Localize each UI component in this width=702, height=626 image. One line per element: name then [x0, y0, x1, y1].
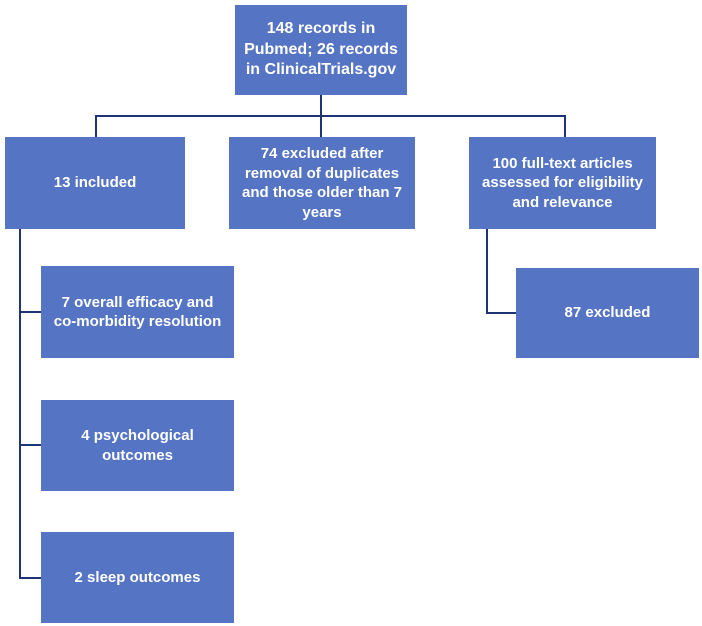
excluded-87-box-text: 87 excluded — [564, 304, 651, 322]
efficacy-box-text: 7 overall efficacy and co-morbidity reso… — [53, 293, 222, 331]
excluded-87-box: 87 excluded — [516, 268, 699, 358]
full-text-box: 100 full-text articles assessed for elig… — [469, 137, 656, 229]
connector-drop-left — [95, 115, 97, 137]
connector-top-vertical — [320, 95, 322, 116]
connector-drop-right — [564, 115, 566, 137]
included-box-text: 13 included — [53, 174, 137, 192]
psychological-box: 4 psychological outcomes — [41, 400, 234, 491]
connector-right-spine — [486, 229, 488, 314]
records-box: 148 records in Pubmed; 26 records in Cli… — [235, 5, 407, 95]
included-box: 13 included — [5, 137, 185, 229]
excluded-duplicates-box-text: 74 excluded after removal of duplicates … — [241, 145, 403, 221]
excluded-duplicates-box: 74 excluded after removal of duplicates … — [229, 137, 415, 229]
sleep-box: 2 sleep outcomes — [41, 532, 234, 623]
efficacy-box: 7 overall efficacy and co-morbidity reso… — [41, 266, 234, 358]
psychological-box-text: 4 psychological outcomes — [81, 427, 194, 464]
records-box-text: 148 records in Pubmed; 26 records in Cli… — [244, 19, 398, 79]
connector-left-spine — [19, 229, 21, 578]
connector-drop-center — [320, 115, 322, 137]
connector-horizontal-bar — [95, 115, 566, 117]
connector-branch-87-excluded — [486, 312, 516, 314]
connector-branch-efficacy — [19, 311, 41, 313]
full-text-box-text: 100 full-text articles assessed for elig… — [482, 154, 643, 211]
connector-branch-sleep — [19, 577, 41, 579]
sleep-box-text: 2 sleep outcomes — [74, 568, 201, 586]
connector-branch-psychological — [19, 444, 41, 446]
